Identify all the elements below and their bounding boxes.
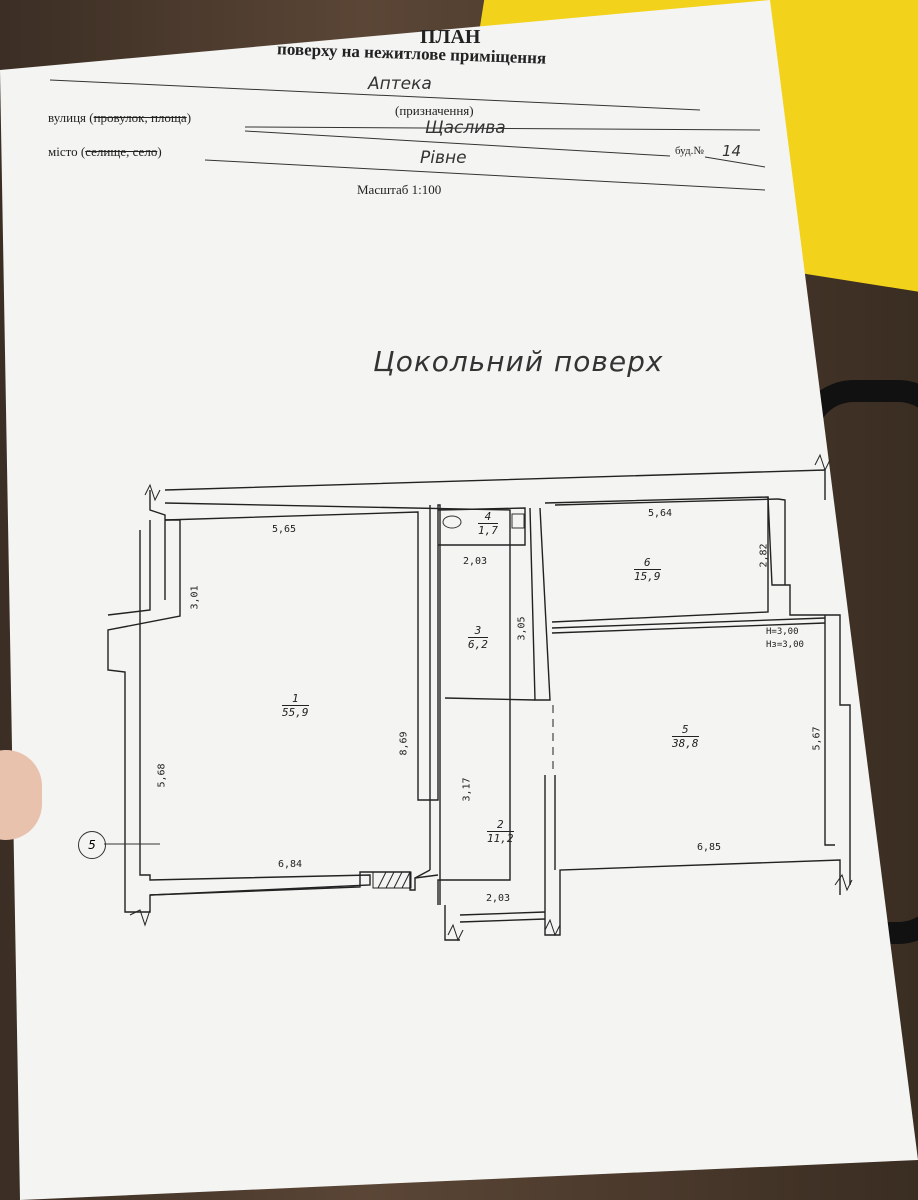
dim-r1-right: 8,69 (398, 731, 410, 756)
dim-r6-top: 5,64 (648, 508, 673, 519)
height-hz: Нз=3,00 (766, 640, 804, 650)
dim-r2-bottom: 2,03 (486, 893, 511, 904)
building-label: буд.№ (675, 145, 704, 157)
purpose-caption: (призначення) (395, 103, 474, 118)
height-h: Н=3,00 (766, 627, 799, 637)
building-value: 14 (722, 142, 742, 160)
header-lines (49, 79, 766, 191)
break-marks (129, 453, 853, 942)
dim-r6-right: 2,82 (758, 543, 770, 568)
dim-r1-window: 3,01 (189, 585, 201, 610)
street-value: Щаслива (425, 118, 506, 138)
dim-r5-bottom: 6,85 (697, 842, 722, 853)
dim-r1-bottom: 6,84 (278, 859, 303, 870)
dim-r5-right: 5,67 (811, 726, 823, 751)
toilet-fixtures (442, 513, 525, 529)
purpose-value: Аптека (368, 74, 432, 94)
city-label: місто (селище, село) (48, 144, 162, 159)
plan-title: ПЛАН (420, 26, 481, 48)
dim-r3-right: 3,05 (516, 616, 528, 641)
axis-marker: 5 (78, 831, 106, 859)
dim-r4-width: 2,03 (463, 556, 488, 567)
finger (0, 750, 42, 840)
city-value: Рівне (420, 148, 467, 168)
dim-r2-right: 3,17 (461, 777, 473, 802)
dim-r1-left: 5,68 (156, 763, 168, 788)
street-label: вулиця (провулок, площа) (48, 110, 192, 125)
hatched-column (372, 871, 412, 889)
floor-title: Цокольний поверх (373, 345, 664, 378)
dim-r1-top: 5,65 (272, 524, 297, 535)
scale-label: Масштаб 1:100 (357, 182, 442, 197)
